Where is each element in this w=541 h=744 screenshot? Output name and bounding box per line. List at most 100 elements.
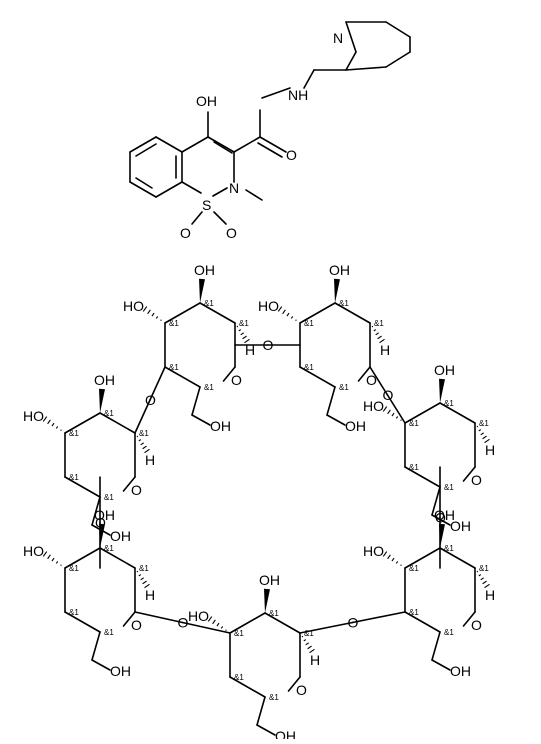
glucose-unit-2-stereo-tag: &1: [304, 319, 314, 328]
glycosidic-bond: [134, 611, 184, 624]
hash-bond: [136, 435, 139, 438]
glucose-unit-5-stereo-tag: &1: [104, 628, 114, 637]
glucose-unit-3-ring-o: O: [131, 482, 142, 498]
glucose-unit-3-stereo-tag: &1: [69, 473, 79, 482]
hash-bond: [144, 583, 150, 589]
hash-bond: [51, 557, 55, 562]
glucose-unit-2-ch2oh-bond: [326, 386, 336, 416]
hash-bond: [225, 629, 227, 632]
glucose-unit-1-ring-bond: [164, 302, 201, 324]
glucose-unit-4-ring-bond: [404, 466, 441, 488]
hash-bond: [387, 554, 391, 560]
glucose-unit-1-ring-bond: [164, 366, 201, 388]
glucose-unit-3-ring-bond: [64, 412, 101, 434]
glucose-unit-2-ring-bond: [334, 302, 371, 324]
glucose-unit-7-ring-bond: [229, 676, 266, 698]
glucose-unit-4-ring-bond: [462, 466, 476, 482]
hash-bond: [142, 445, 147, 450]
glucose-unit-2-ring-bond: [299, 366, 336, 388]
glucose-unit-1-ho: HO: [123, 298, 144, 314]
hash-bond: [478, 574, 482, 577]
glucose-unit-6-stereo-tag: &1: [479, 564, 489, 573]
glycosidic-o: O: [435, 510, 446, 526]
glucose-unit-6-ring-bond: [404, 611, 441, 633]
atom-o-sulfonyl-1: O: [180, 225, 191, 241]
glucose-unit-7-ch2oh-bond: [256, 696, 266, 726]
hash-bond: [382, 406, 388, 412]
hash-bond: [138, 439, 142, 442]
glucose-unit-7-stereo-tag: &1: [234, 629, 244, 638]
hash-bond: [309, 648, 315, 654]
glucose-unit-3-ch2oh-bond: [91, 496, 101, 526]
hash-bond: [395, 561, 399, 564]
glucose-unit-6-ring-o: O: [471, 617, 482, 633]
glycosidic-o: O: [95, 515, 106, 531]
atom-oh-piroxicam: OH: [196, 93, 217, 109]
glycosidic-bond: [299, 621, 354, 634]
hash-bond: [51, 422, 55, 427]
hash-bond: [160, 319, 162, 322]
glucose-unit-6-ch2oh-bond: [431, 631, 441, 661]
glucose-unit-2-h: H: [380, 342, 390, 358]
hash-bond: [212, 619, 216, 625]
hash-bond: [236, 325, 239, 328]
atom-s: S: [202, 197, 211, 213]
hash-bond: [286, 312, 290, 317]
atom-o-carbonyl: O: [286, 147, 297, 163]
glucose-unit-5-stereo-tag: &1: [69, 608, 79, 617]
hash-bond: [55, 426, 59, 429]
glucose-unit-5-stereo-tag: &1: [139, 564, 149, 573]
glycosidic-bond: [386, 394, 406, 424]
hash-bond: [480, 432, 485, 436]
hash-bond: [42, 416, 48, 422]
glucose-unit-7-ch2oh: OH: [275, 728, 296, 739]
hash-bond: [484, 583, 490, 589]
glucose-unit-3-stereo-tag: &1: [69, 429, 79, 438]
glucose-unit-3-stereo-tag: &1: [104, 409, 114, 418]
glucose-unit-6-ring-bond: [439, 547, 476, 569]
glucose-unit-5-stereo-tag: &1: [69, 564, 79, 573]
glucose-unit-4-stereo-tag: &1: [444, 399, 454, 408]
hash-bond: [382, 551, 388, 557]
glycosidic-o: O: [263, 337, 274, 353]
glucose-unit-5-ho: HO: [23, 543, 44, 559]
glucose-unit-4-ring-bond: [404, 402, 441, 424]
hash-bond: [238, 329, 242, 332]
hash-bond: [55, 561, 59, 564]
wedge-bond: [199, 278, 205, 303]
glycosidic-bond: [351, 611, 406, 624]
glucose-unit-4-stereo-tag: &1: [409, 419, 419, 428]
glucose-unit-5-h: H: [145, 587, 155, 603]
hash-bond: [138, 574, 142, 577]
glucose-unit-4-ring-o: O: [471, 472, 482, 488]
glucose-unit-7-ch2oh-bond: [256, 724, 276, 736]
glucose-unit-2-ch2oh-bond: [326, 414, 346, 426]
hash-bond: [240, 332, 245, 336]
wedge-bond: [439, 378, 445, 403]
glucose-unit-1-ring-bond: [199, 302, 236, 324]
hash-bond: [484, 438, 490, 444]
glucose-unit-1-ch2oh-bond: [191, 414, 211, 426]
hash-bond: [387, 409, 391, 415]
hash-bond: [400, 564, 402, 567]
glucose-unit-3-ho: HO: [23, 408, 44, 424]
hash-bond: [478, 429, 482, 432]
hash-bond: [391, 412, 395, 417]
hash-bond: [295, 319, 297, 322]
glucose-unit-6-ch2oh: OH: [450, 663, 471, 679]
glucose-unit-2-oh: OH: [329, 262, 350, 278]
glucose-unit-5-ring-bond: [99, 547, 136, 569]
glucose-unit-6-oh: OH: [434, 507, 455, 523]
glucose-unit-3-oh: OH: [94, 372, 115, 388]
hash-bond: [140, 442, 145, 446]
glucose-unit-4-stereo-tag: &1: [444, 483, 454, 492]
glucose-unit-7-stereo-tag: &1: [269, 693, 279, 702]
glucose-unit-3-ch2oh: OH: [110, 528, 131, 544]
hash-bond: [60, 429, 62, 432]
glucose-unit-7-stereo-tag: &1: [234, 673, 244, 682]
wedge-bond: [264, 588, 270, 613]
glucose-unit-4-ho: HO: [363, 398, 384, 414]
hash-bond: [371, 325, 374, 328]
